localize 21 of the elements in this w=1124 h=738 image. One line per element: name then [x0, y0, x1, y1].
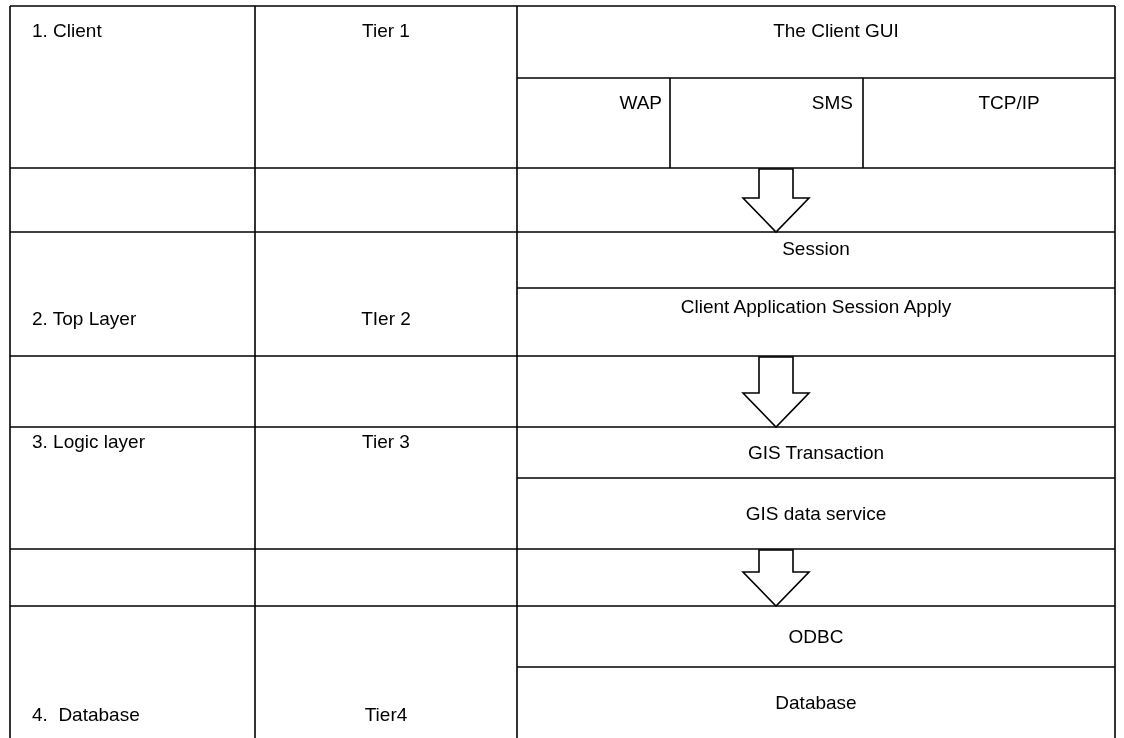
- layer-label: 1. Client: [32, 20, 102, 42]
- protocol-label: WAP: [619, 92, 662, 114]
- component-label: Database: [775, 691, 857, 714]
- block-arrow: [741, 168, 811, 234]
- component-label: Session: [782, 238, 850, 260]
- tier-label: Tier 3: [362, 431, 410, 453]
- component-label: GIS Transaction: [747, 441, 885, 464]
- layer-label: 2. Top Layer: [32, 308, 137, 330]
- tier-label: TIer 2: [361, 308, 411, 330]
- component-label: GIS data service: [745, 502, 887, 525]
- layer-label: 3. Logic layer: [32, 431, 145, 453]
- layer-label: 4. Database: [32, 704, 140, 726]
- tier-label: Tier4: [364, 704, 408, 726]
- protocol-label: TCP/IP: [978, 92, 1040, 114]
- component-label: Client Application Session Apply: [680, 296, 952, 318]
- component-label: ODBC: [788, 625, 844, 648]
- tier-label: Tier 1: [362, 20, 410, 42]
- component-label: The Client GUI: [773, 20, 899, 42]
- protocol-label: SMS: [811, 92, 853, 114]
- block-arrow: [741, 356, 811, 429]
- block-arrow: [741, 549, 811, 608]
